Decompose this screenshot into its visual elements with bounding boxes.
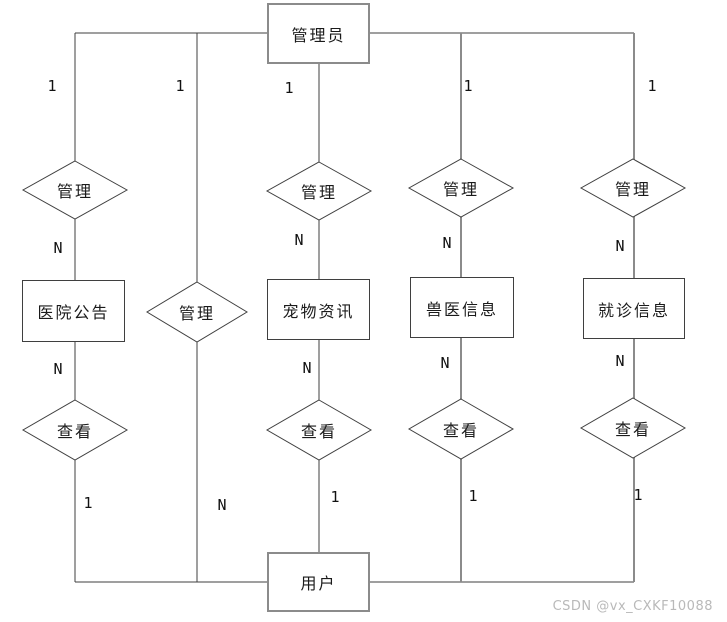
entity-pet-news: 宠物资讯 <box>267 279 370 340</box>
cardinality-label-one: 1 <box>463 77 473 95</box>
relation-diamond-manage <box>265 161 373 221</box>
cardinality-label-n: N <box>302 359 312 377</box>
relation-diamond-view <box>579 397 687 459</box>
cardinality-label-n: N <box>53 239 63 257</box>
cardinality-label-one: 1 <box>83 494 93 512</box>
relation-label-view: 查看 <box>56 422 94 441</box>
cardinality-label-n: N <box>217 496 227 514</box>
relation-diamond-manage <box>579 158 687 218</box>
entity-user: 用户 <box>267 552 370 612</box>
cardinality-label-one: 1 <box>468 487 478 505</box>
cardinality-label-one: 1 <box>284 79 294 97</box>
relation-diamonds <box>21 158 687 461</box>
entity-vet-info: 兽医信息 <box>410 277 514 338</box>
watermark-text: CSDN @vx_CXKF10088 <box>552 599 713 614</box>
cardinality-label-n: N <box>294 231 304 249</box>
relation-label-manage: 管理 <box>56 182 94 201</box>
relation-label-manage: 管理 <box>442 180 480 199</box>
cardinality-label-one: 1 <box>47 77 57 95</box>
relation-diamond-view <box>265 399 373 461</box>
relation-diamond-manage <box>21 160 129 220</box>
cardinality-label-n: N <box>442 234 452 252</box>
relation-diamond-manage <box>146 281 248 343</box>
entity-admin: 管理员 <box>267 3 370 64</box>
relation-diamond-view <box>407 398 515 460</box>
cardinality-label-n: N <box>615 352 625 370</box>
relation-diamond-view <box>21 399 129 461</box>
relation-label-view: 查看 <box>442 421 480 440</box>
cardinality-label-one: 1 <box>175 77 185 95</box>
relation-diamond-manage <box>407 158 515 218</box>
cardinality-label-n: N <box>615 237 625 255</box>
entity-hospital-notice: 医院公告 <box>22 280 125 342</box>
relation-label-manage: 管理 <box>178 304 216 323</box>
cardinality-label-n: N <box>440 354 450 372</box>
cardinality-label-one: 1 <box>330 488 340 506</box>
cardinality-label-one: 1 <box>633 486 643 504</box>
relation-label-manage: 管理 <box>300 183 338 202</box>
entity-visit-info: 就诊信息 <box>583 278 685 339</box>
cardinality-label-n: N <box>53 360 63 378</box>
relation-label-view: 查看 <box>614 420 652 439</box>
relation-label-manage: 管理 <box>614 180 652 199</box>
relation-label-view: 查看 <box>300 422 338 441</box>
cardinality-label-one: 1 <box>647 77 657 95</box>
